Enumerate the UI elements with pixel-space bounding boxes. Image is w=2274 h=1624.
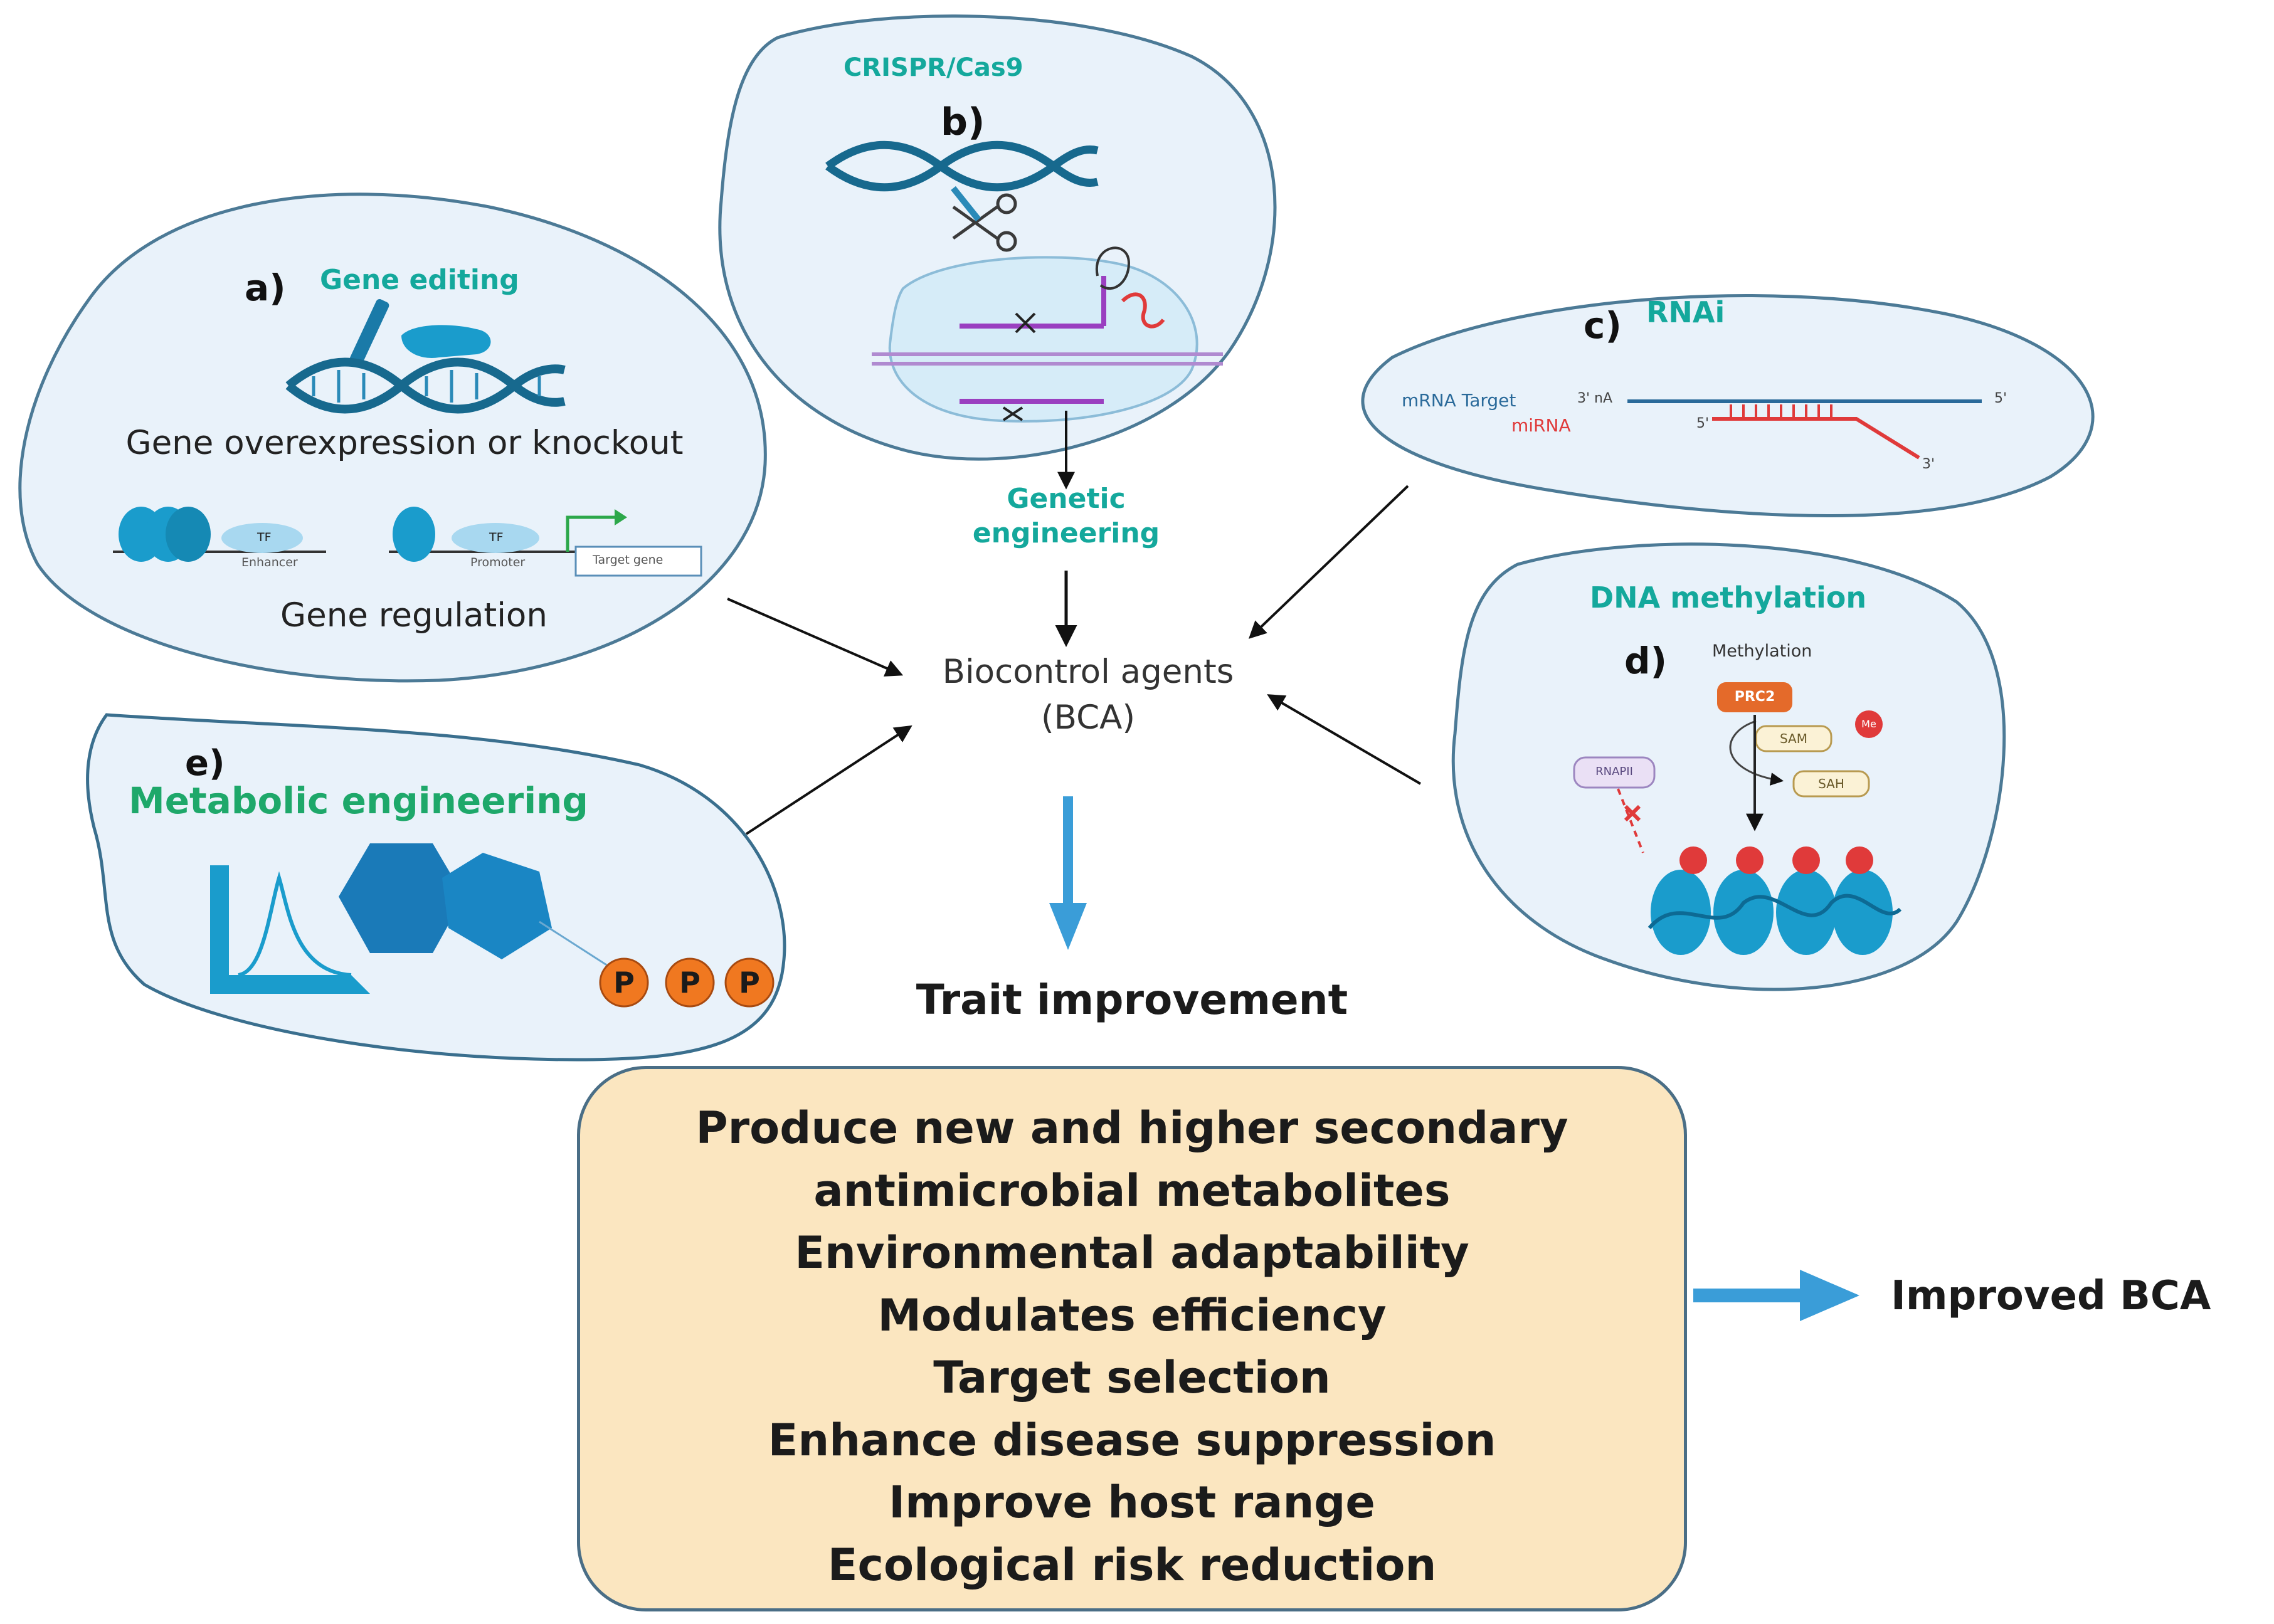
trait-item: Environmental adaptability bbox=[795, 1227, 1469, 1279]
traits-list: Produce new and higher secondary antimic… bbox=[580, 1097, 1684, 1596]
panel-a-caption-overexpression: Gene overexpression or knockout bbox=[125, 424, 684, 462]
hand-pen-icon bbox=[349, 299, 491, 366]
panel-b-label: b) bbox=[941, 100, 985, 144]
arrow-methylation-to-bca bbox=[1267, 694, 1422, 785]
panel-c-label: c) bbox=[1584, 304, 1622, 347]
metabolic-shapes-icon bbox=[210, 843, 628, 994]
nucleosome-icon bbox=[113, 507, 702, 577]
panel-a-title: Gene editing bbox=[320, 264, 519, 296]
target-gene-label: Target gene bbox=[593, 553, 664, 567]
sam-label: SAM bbox=[1779, 731, 1808, 746]
phosphate-label-1: P bbox=[613, 966, 635, 999]
trait-item: Modulates efficiency bbox=[877, 1289, 1387, 1341]
bubble-rnai bbox=[1361, 293, 2095, 517]
trait-item: Target selection bbox=[933, 1352, 1331, 1403]
mirna-5-end: 5' bbox=[1696, 416, 1710, 431]
panel-b-title: CRISPR/Cas9 bbox=[843, 53, 1023, 82]
methylation-scheme-icon bbox=[1573, 682, 1902, 955]
panel-e-label: e) bbox=[185, 743, 225, 784]
phosphate-group-icon bbox=[599, 957, 775, 1008]
tf-label-1: TF bbox=[257, 530, 272, 544]
cas9-complex-icon bbox=[872, 246, 1223, 423]
panel-b-caption: Genetic engineering bbox=[972, 483, 1160, 549]
rnapii-label: RNAPII bbox=[1595, 765, 1633, 778]
mirna-label: miRNA bbox=[1511, 415, 1571, 436]
tf-label-2: TF bbox=[489, 530, 504, 544]
mirna-3-end: 3' bbox=[1922, 456, 1935, 472]
trait-item: Produce new and higher secondary bbox=[695, 1102, 1568, 1154]
improved-bca-label: Improved BCA bbox=[1891, 1273, 2211, 1319]
panel-a-label: a) bbox=[245, 266, 286, 309]
trait-item: Enhance disease suppression bbox=[768, 1414, 1496, 1466]
sah-label: SAH bbox=[1818, 776, 1844, 791]
dna-helix-icon bbox=[285, 357, 566, 414]
enhancer-label: Enhancer bbox=[241, 556, 298, 569]
panel-a-caption-regulation: Gene regulation bbox=[280, 596, 547, 635]
arrow-traits-to-improved-bca bbox=[1693, 1270, 1859, 1321]
panel-d-title: DNA methylation bbox=[1590, 581, 1867, 614]
trait-improvement-label: Trait improvement bbox=[916, 976, 1348, 1024]
panel-d-label: d) bbox=[1624, 640, 1668, 682]
phosphate-label-2: P bbox=[679, 966, 701, 999]
methylation-subtitle: Methylation bbox=[1712, 641, 1812, 661]
traits-box: Produce new and higher secondary antimic… bbox=[577, 1066, 1687, 1611]
dna-helix-icon bbox=[825, 140, 1099, 192]
arrow-rnai-to-bca bbox=[1248, 485, 1409, 639]
mrna-3-end: 3' nA bbox=[1577, 391, 1613, 406]
phosphate-label-3: P bbox=[739, 966, 760, 999]
arrow-bca-to-traits bbox=[1049, 796, 1087, 950]
scissors-icon bbox=[951, 186, 1017, 252]
me-label: Me bbox=[1861, 718, 1876, 730]
rnai-duplex-icon bbox=[1627, 399, 1982, 460]
bca-label-line2: (BCA) bbox=[1040, 699, 1136, 737]
mrna-5-end: 5' bbox=[1994, 391, 2007, 406]
panel-c-title: RNAi bbox=[1646, 295, 1725, 329]
trait-item: Improve host range bbox=[889, 1477, 1375, 1528]
trait-item: antimicrobial metabolites bbox=[813, 1164, 1451, 1216]
panel-e-title: Metabolic engineering bbox=[129, 779, 588, 822]
prc2-label: PRC2 bbox=[1734, 689, 1775, 705]
mrna-target-label: mRNA Target bbox=[1402, 390, 1516, 411]
arrow-gene-editing-to-bca bbox=[727, 598, 904, 677]
promoter-label: Promoter bbox=[470, 556, 526, 569]
bca-label-line1: Biocontrol agents bbox=[942, 653, 1234, 691]
arrow-metabolic-to-bca bbox=[745, 725, 912, 835]
trait-item: Ecological risk reduction bbox=[827, 1539, 1437, 1591]
